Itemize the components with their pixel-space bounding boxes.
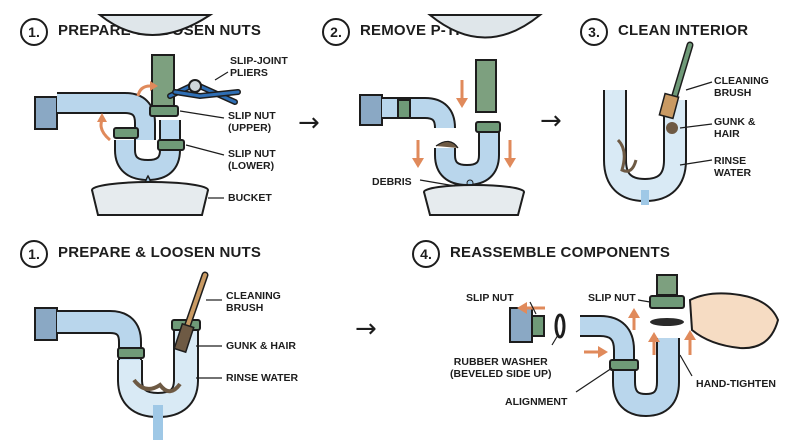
label-gunk-hair: GUNK & HAIR	[714, 116, 756, 140]
flow-arrow-1: →	[298, 108, 320, 138]
label-bucket: BUCKET	[228, 192, 272, 204]
label-slip-nut-left: SLIP NUT	[466, 292, 514, 304]
step-4-number: 1.	[20, 240, 48, 268]
step-1-number: 1.	[20, 18, 48, 46]
label-gunk-hair-2: GUNK & HAIR	[226, 340, 296, 352]
label-slip-joint-pliers: SLIP-JOINT PLIERS	[230, 55, 288, 79]
label-hand-tighten: HAND-TIGHTEN	[696, 378, 776, 390]
slip-nut-top	[649, 295, 685, 309]
label-slip-nut-upper: SLIP NUT (UPPER)	[228, 110, 276, 134]
flow-arrow-2: →	[540, 106, 562, 136]
step-4-title: PREPARE & LOOSEN NUTS	[58, 244, 262, 261]
step-5-number: 4.	[412, 240, 440, 268]
label-debris: DEBRIS	[372, 176, 412, 188]
label-rinse-water: RINSE WATER	[714, 155, 752, 179]
flow-arrow-3: →	[355, 314, 377, 344]
step-2-number: 2.	[322, 18, 350, 46]
pliers-icon	[167, 79, 241, 105]
hand-icon	[688, 292, 780, 350]
label-cleaning-brush-2: CLEANING BRUSH	[226, 290, 281, 314]
label-rubber-washer: RUBBER WASHER (BEVELED SIDE UP)	[450, 356, 552, 380]
label-rinse-water-2: RINSE WATER	[226, 372, 299, 384]
step-3-number: 3.	[580, 18, 608, 46]
label-slip-nut-right: SLIP NUT	[588, 292, 636, 304]
step-3-title: CLEAN INTERIOR	[618, 22, 749, 39]
label-slip-nut-lower: SLIP NUT (LOWER)	[228, 148, 276, 172]
slip-nut-lower	[157, 139, 185, 151]
cleaning-brush-icon	[173, 271, 209, 354]
step-5-title: REASSEMBLE COMPONENTS	[450, 244, 671, 261]
label-cleaning-brush: CLEANING BRUSH	[714, 75, 769, 99]
cleaning-brush-icon	[658, 41, 694, 120]
label-alignment: ALIGNMENT	[505, 396, 568, 408]
slip-nut-upper	[149, 105, 179, 117]
